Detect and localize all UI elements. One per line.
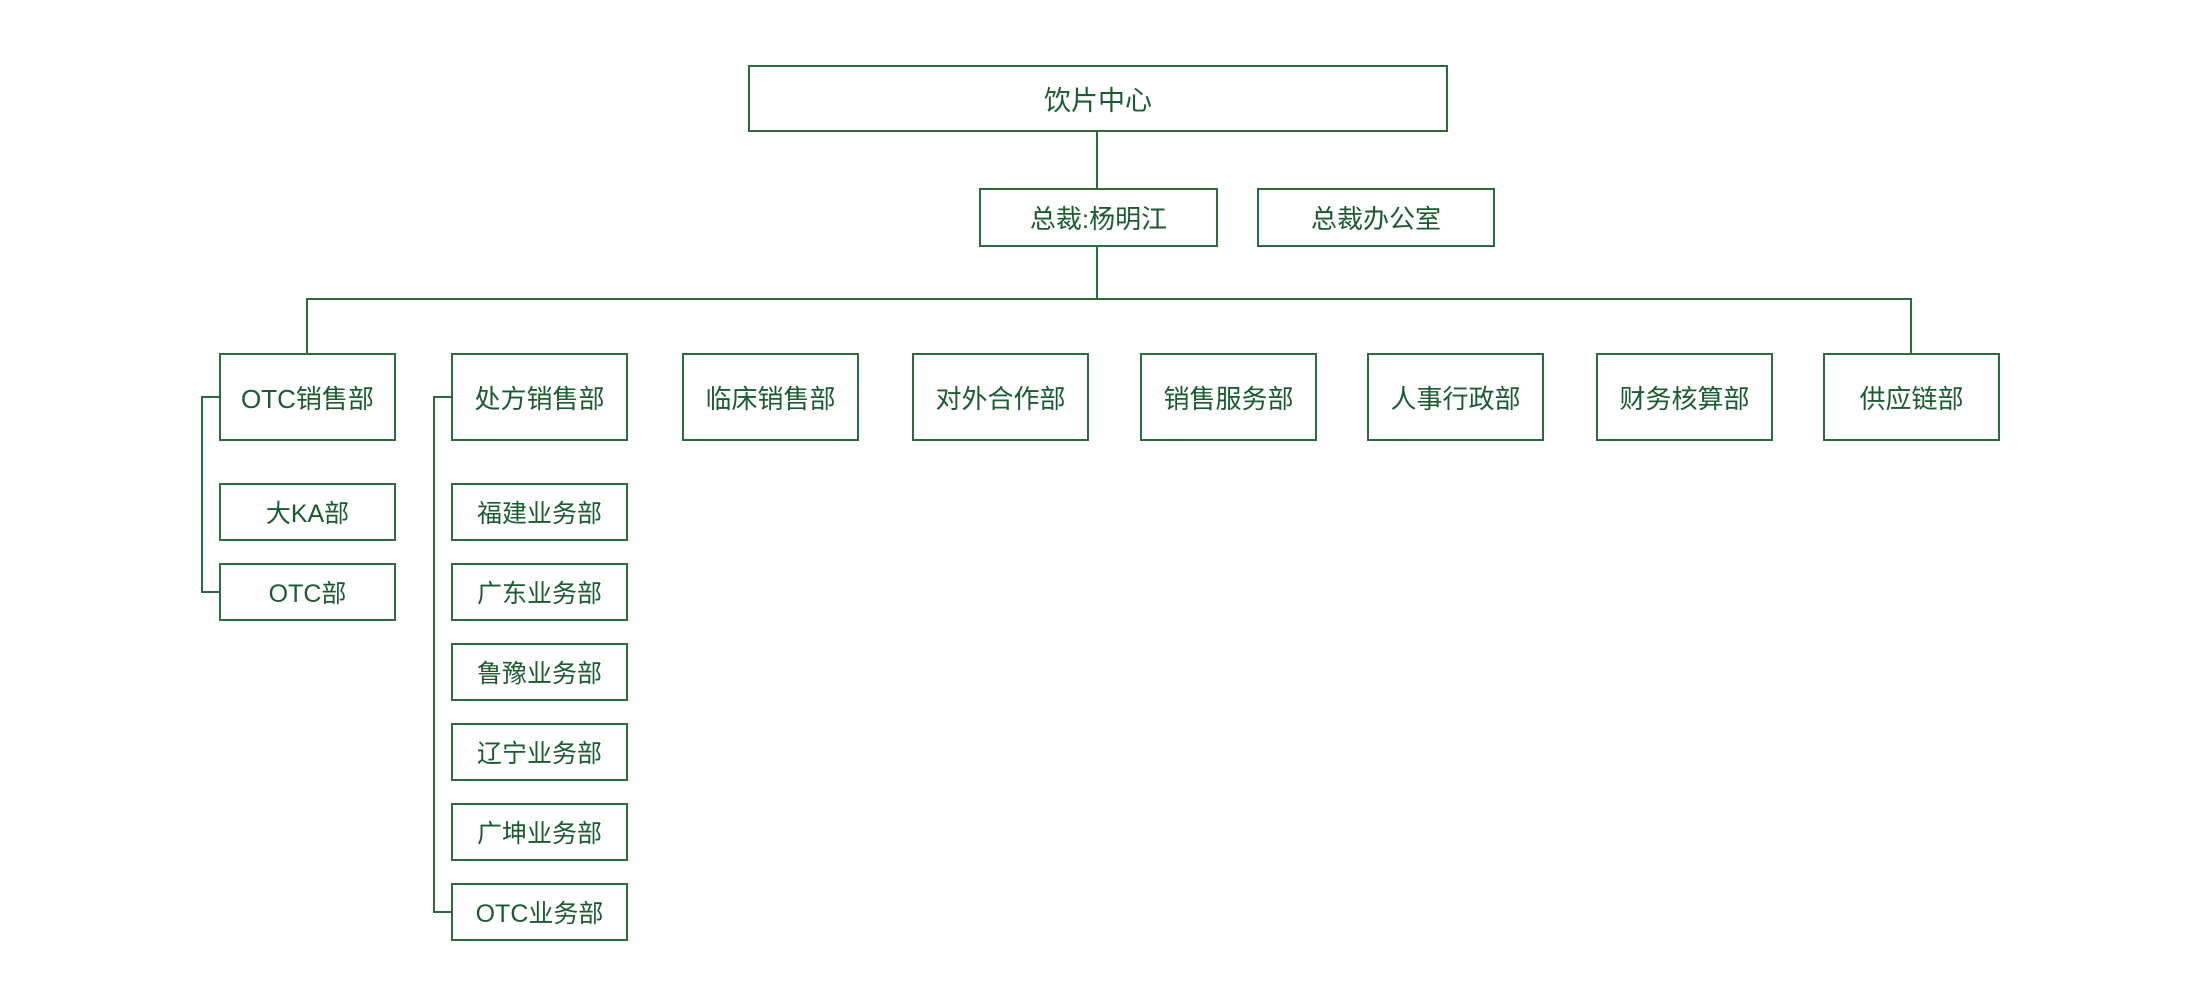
org-node-dept-sales-service[interactable]: 销售服务部 (1140, 353, 1317, 441)
org-node-fujian-business[interactable]: 福建业务部 (451, 483, 628, 541)
org-node-otc-dept[interactable]: OTC部 (219, 563, 396, 621)
org-node-dept-clinical-sales-label: 临床销售部 (705, 383, 836, 414)
org-node-president[interactable]: 总裁:杨明江 (979, 188, 1218, 247)
org-node-dept-otc-sales[interactable]: OTC销售部 (219, 353, 396, 441)
org-node-dept-hr-admin-label: 人事行政部 (1390, 383, 1521, 414)
org-node-dept-external-cooperation[interactable]: 对外合作部 (912, 353, 1089, 441)
org-node-big-ka-dept[interactable]: 大KA部 (219, 483, 396, 541)
connector-president-to-bus (1096, 247, 1098, 298)
org-node-dept-prescription-sales[interactable]: 处方销售部 (451, 353, 628, 441)
connector-otc-sales-stub (201, 396, 219, 398)
org-node-luyu-business-label: 鲁豫业务部 (476, 660, 602, 688)
org-node-fujian-business-label: 福建业务部 (476, 500, 602, 528)
connector-drop-otc-sales (306, 298, 308, 353)
org-node-dept-finance-accounting[interactable]: 财务核算部 (1596, 353, 1773, 441)
org-node-president-office[interactable]: 总裁办公室 (1257, 188, 1495, 247)
org-node-liaoning-business[interactable]: 辽宁业务部 (451, 723, 628, 781)
connector-drop-supply-chain (1910, 298, 1912, 353)
org-node-guangdong-business[interactable]: 广东业务部 (451, 563, 628, 621)
org-node-dept-hr-admin[interactable]: 人事行政部 (1367, 353, 1544, 441)
connector-root-to-president (1096, 132, 1098, 188)
org-node-otc-dept-label: OTC部 (268, 580, 347, 608)
org-node-guangkun-business[interactable]: 广坤业务部 (451, 803, 628, 861)
connector-otc-sales-children-vline (201, 396, 203, 593)
org-node-liaoning-business-label: 辽宁业务部 (476, 740, 602, 768)
org-node-dept-finance-accounting-label: 财务核算部 (1619, 383, 1750, 414)
org-node-president-label: 总裁:杨明江 (1029, 204, 1168, 234)
org-node-otc-business[interactable]: OTC业务部 (451, 883, 628, 941)
connector-prescription-sales-stub (433, 396, 451, 398)
connector-prescription-children-vline (433, 396, 435, 913)
org-node-guangkun-business-label: 广坤业务部 (476, 820, 602, 848)
connector-otc-dept-stub (201, 591, 219, 593)
org-node-big-ka-dept-label: 大KA部 (265, 500, 350, 528)
org-node-president-office-label: 总裁办公室 (1310, 204, 1441, 234)
connector-level2-bus (306, 298, 1912, 300)
org-node-dept-prescription-sales-label: 处方销售部 (474, 383, 605, 414)
connector-otc-business-dept-stub (433, 911, 451, 913)
org-node-root[interactable]: 饮片中心 (748, 65, 1448, 132)
org-node-dept-sales-service-label: 销售服务部 (1163, 383, 1294, 414)
org-node-otc-business-label: OTC业务部 (475, 900, 604, 928)
org-node-guangdong-business-label: 广东业务部 (476, 580, 602, 608)
org-node-dept-supply-chain-label: 供应链部 (1859, 383, 1964, 414)
org-node-dept-clinical-sales[interactable]: 临床销售部 (682, 353, 859, 441)
org-node-root-label: 饮片中心 (1044, 86, 1152, 116)
org-node-dept-otc-sales-label: OTC销售部 (241, 383, 374, 414)
org-node-dept-supply-chain[interactable]: 供应链部 (1823, 353, 2000, 441)
org-node-luyu-business[interactable]: 鲁豫业务部 (451, 643, 628, 701)
org-node-dept-external-cooperation-label: 对外合作部 (935, 383, 1066, 414)
